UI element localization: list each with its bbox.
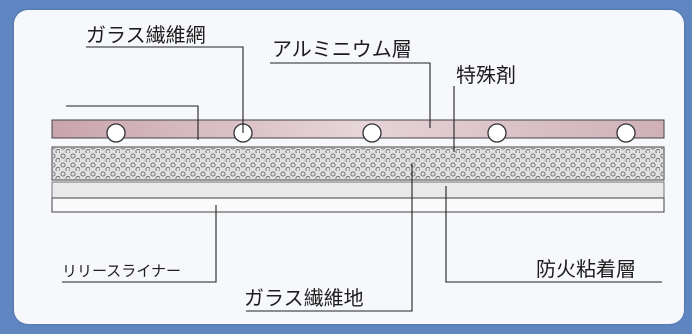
label-special-agent: 特殊剤 bbox=[456, 63, 516, 87]
label-aluminum-layer: アルミニウム層 bbox=[272, 37, 412, 61]
mesh-thread-3 bbox=[362, 123, 382, 143]
glass-fiber-dots bbox=[53, 148, 663, 179]
release-liner-band bbox=[51, 197, 665, 213]
leader-line-adhesive bbox=[445, 186, 662, 283]
label-release-liner: リリースライナー bbox=[62, 262, 181, 280]
label-glass-mesh: ガラス繊維網 bbox=[86, 23, 206, 47]
leader-line-glass-mesh bbox=[86, 46, 244, 133]
leader-line-aluminum bbox=[270, 62, 431, 128]
fireproof-adhesive-band bbox=[51, 181, 665, 199]
mesh-thread-1 bbox=[106, 123, 126, 143]
label-fireproof-adhesive: 防火粘着層 bbox=[536, 257, 636, 281]
leader-line-left bbox=[66, 105, 199, 140]
leader-line-glass-base bbox=[246, 164, 413, 312]
label-glass-base: ガラス繊維地 bbox=[244, 286, 364, 310]
mesh-thread-4 bbox=[487, 123, 507, 143]
leader-line-release-liner bbox=[62, 205, 217, 283]
mesh-thread-5 bbox=[616, 123, 636, 143]
aluminum-band bbox=[51, 119, 665, 139]
